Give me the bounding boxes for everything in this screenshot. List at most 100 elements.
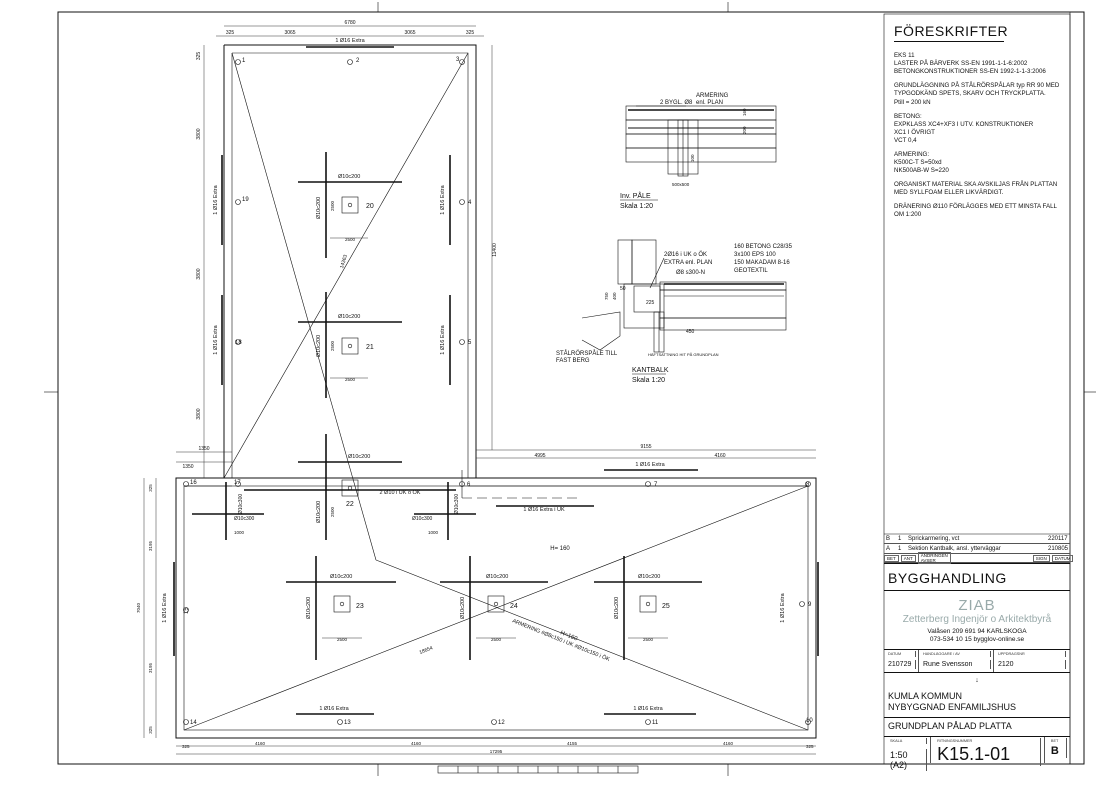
project-line-1: KUMLA KOMMUN [888, 691, 963, 702]
pile-label: 16 [190, 480, 197, 486]
lower-right-bar-label: 1 Ø16 Extra [780, 592, 786, 622]
pile-cap-number: 23 [356, 603, 364, 610]
edge-beam-detail: 160 BETONG C28/35 3x100 EPS 100 150 MAKA… [556, 239, 793, 384]
dim-750: 750 [604, 292, 609, 300]
pile-label: 9 [808, 602, 812, 608]
drawn-by-value: Rune Svensson [921, 659, 991, 669]
project-line-2: NYBYGGNAD ENFAMILJSHUS [888, 702, 1017, 713]
pile-label: 3 [456, 57, 460, 63]
edge-hint: HÄFTSATTNING HIT PÅ GRUNDPLAN [648, 352, 719, 357]
dim-4995: 4995 [534, 453, 545, 459]
rev-date: 210805 [1048, 545, 1069, 552]
rev-text: Sektion Kantbalk, ansl. ytterväggar [908, 545, 1001, 552]
revision-value: B [1048, 743, 1067, 758]
pile-label: 14 [190, 720, 197, 726]
lower-top-bar-label: 1 Ø16 Extra [635, 462, 665, 468]
c300-label-2: Ø10c300 [412, 516, 433, 522]
pile-label: 18 [235, 340, 242, 346]
left-bar-label-1: 1 Ø16 Extra [213, 184, 219, 214]
layer-2: 3x100 EPS 100 [734, 252, 776, 258]
lower-left-dim-3195-a: 3195 [148, 540, 153, 551]
total-dim: 17295 [490, 749, 503, 754]
rev-text: Sprickarmering, vct [908, 535, 960, 542]
pile-label: 4 [468, 200, 472, 206]
bottom-dim-4160-a: 4160 [255, 741, 266, 746]
c300-label-2v: Ø10c300 [454, 494, 460, 515]
scale-value: 1:50 (A2) [887, 748, 928, 771]
pile-label: 15 [184, 607, 190, 614]
pile-cap-number: 22 [346, 501, 354, 508]
pile-cap-bar: Ø10c200 [486, 574, 508, 580]
pile-cap-bar: Ø10c200 [338, 174, 360, 180]
pile-detail-scale: Skala 1:20 [620, 203, 653, 210]
pile-note-2: FAST BERG [556, 358, 590, 364]
pile-cap-dimv: 2500 [330, 506, 335, 517]
lower-piles: 7 8 9 10 11 12 13 14 15 [183, 481, 813, 726]
drawing-number: K15.1-01 [934, 742, 1041, 766]
upper-piles: 1 2 3 4 5 6 16 17 18 19 [183, 57, 472, 488]
pile-cap-22: 22 Ø10c200 Ø10c200 2500 [298, 434, 402, 540]
pile-cap-vbar: Ø10c200 [316, 501, 322, 523]
bottom-dim-325-a: 325 [182, 744, 190, 749]
revision-header: BET ANT ÄNDRINGEN AVSER SIGN DATUM [884, 552, 1074, 564]
pile-note-1: STÅLRÖRSPÅLE TILL [556, 350, 618, 357]
pile-cap-24: 24 Ø10c200 Ø10c200 2500 [440, 556, 548, 660]
pile-cap-bar: Ø10c200 [638, 574, 660, 580]
edge-label-2: EXTRA enl. PLAN [664, 260, 712, 266]
top-bar-label: 1 Ø16 Extra [335, 38, 365, 44]
rev-header: ANT [900, 554, 916, 562]
left-dim-3800-a: 3800 [196, 128, 202, 139]
pile-label: 7 [654, 482, 658, 488]
bottom-label: RITNINGSNUMMER [934, 737, 1041, 744]
drawing-stage: BYGGHANDLING [884, 563, 1070, 591]
company-address-1: Valåsen 209 691 94 KARLSKOGA [927, 628, 1027, 635]
pile-label: 12 [498, 720, 505, 726]
dim-1000: 1000 [234, 530, 245, 535]
edge-detail-title: KANTBALK [632, 367, 669, 374]
lower-height-dim: 7040 [136, 602, 141, 613]
bottom-label: BET [1048, 737, 1067, 744]
title-block: B 1 Sprickarmering, vct 220117 A 1 Sekti… [884, 534, 1074, 771]
lower-left-dim-3195-b: 3195 [148, 662, 153, 673]
pile-detail: 2 BYGL. Ø8 ARMERING enl. PLAN 200 160 10… [620, 93, 777, 210]
pile-cap-dimh: 2500 [345, 377, 356, 382]
pile-cap-bar: Ø10c200 [330, 574, 352, 580]
left-dim-3800-b: 3800 [196, 268, 202, 279]
pile-cap-number: 21 [366, 344, 374, 351]
pile-label: 8 [806, 482, 810, 488]
edge-label-1: 2Ø16 i UK o ÖK [664, 251, 707, 258]
notes-paragraph: BETONG: EXPKLASS XC4+XF3 I UTV. KONSTRUK… [894, 112, 1034, 144]
pile-label: 10 [806, 718, 813, 724]
meta-label: HANDLÄGGARE / AV [921, 650, 991, 657]
company-address-2: 073-534 10 15 bygglov-online.se [929, 636, 1025, 644]
pile-cap-number: 25 [662, 603, 670, 610]
pile-cap-dimv: 2500 [330, 200, 335, 211]
edge-label-3: Ø8 s300-N [676, 270, 705, 276]
notes-paragraph: ARMERING: K500C-T S=50xd NK500AB-W S=220 [894, 150, 949, 174]
pile-label: 11 [652, 720, 659, 726]
dim-1350-a: 1350 [198, 446, 209, 452]
pile-cap-25: 25 Ø10c200 Ø10c200 2500 [594, 556, 702, 660]
diag-2: 18654 [419, 645, 434, 656]
pile-cap-dim: 2500 [491, 637, 502, 642]
right-bar-label-2: 1 Ø16 Extra [440, 324, 446, 354]
top-dim-3065-a: 3065 [284, 30, 295, 36]
dim-9155: 9155 [640, 444, 651, 450]
pile-cap-vbar: Ø10c200 [316, 197, 322, 219]
rev-date: 220117 [1048, 535, 1068, 542]
lower-left-bar-label: 1 Ø16 Extra [162, 592, 168, 622]
uk-bar-label: 1 Ø16 Extra i UK [523, 507, 565, 513]
dim-1000-b: 1000 [428, 530, 439, 535]
meta-label: UPPDRAGSNR [996, 650, 1066, 657]
drawing-title: GRUNDPLAN PÅLAD PLATTA [884, 718, 1070, 737]
project-mark: ↓ [975, 676, 979, 684]
dim-400: 400 [612, 292, 617, 300]
diag-text-2: ARMERING #Ø8c150 i UK #Ø10c150 i ÖK [511, 617, 611, 663]
notes-paragraph: ORGANISKT MATERIAL SKA AVSKILJAS FRÅN PL… [894, 181, 1058, 197]
pile-cap-21: 21 Ø10c200 Ø10c200 2500 2500 [298, 292, 402, 398]
rev-header: DATUM [1051, 554, 1074, 562]
edge-detail-scale: Skala 1:20 [632, 377, 665, 384]
